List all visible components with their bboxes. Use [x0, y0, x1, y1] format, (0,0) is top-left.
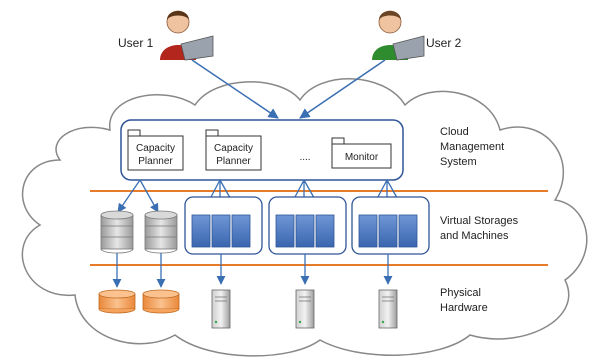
vm-group-2 [268, 196, 347, 255]
physical-server-1 [211, 289, 231, 329]
module-label-line1: Capacity [214, 143, 253, 154]
user-1-arrow [191, 59, 279, 119]
virtual-machine-icon [275, 214, 295, 248]
user-1-label: User 1 [118, 36, 154, 50]
physical-label-line2: Hardware [440, 302, 488, 314]
database-icon [144, 210, 178, 254]
disk-icon [98, 289, 136, 314]
virtual-machine-icon [398, 214, 418, 248]
virtual-machine-icon [211, 214, 231, 248]
vm-group-1 [184, 196, 263, 255]
module-capacity-planner-2: Capacity Planner [205, 129, 262, 171]
server-tower-icon [211, 289, 231, 329]
user-1: User 1 [118, 10, 214, 61]
physical-label-line1: Physical [440, 287, 481, 299]
vm-group-3 [351, 196, 430, 255]
virtual-storage-1 [100, 210, 134, 254]
virtual-machine-icon [378, 214, 398, 248]
server-tower-icon [378, 289, 398, 329]
module-label-line1: Capacity [136, 143, 175, 154]
disk-icon [142, 289, 180, 314]
cms-label-line3: System [440, 156, 477, 168]
modules-ellipsis: .... [299, 152, 310, 163]
user-2-label: User 2 [426, 36, 462, 50]
module-monitor-label: Monitor [345, 152, 379, 163]
module-label-line2: Planner [138, 156, 173, 167]
virtual-machine-icon [231, 214, 251, 248]
user-2-arrow [299, 59, 386, 119]
virtual-machine-icon [191, 214, 211, 248]
module-capacity-planner-1: Capacity Planner [127, 129, 184, 171]
physical-storage-2 [142, 289, 180, 314]
virtual-label-line1: Virtual Storages [440, 215, 519, 227]
database-icon [100, 210, 134, 254]
virtual-machine-icon [295, 214, 315, 248]
physical-server-2 [295, 289, 315, 329]
virtual-machine-icon [315, 214, 335, 248]
physical-storage-1 [98, 289, 136, 314]
user-with-laptop-icon [372, 10, 425, 61]
user-2: User 2 [372, 10, 462, 61]
virtual-storage-2 [144, 210, 178, 254]
virtual-machine-icon [358, 214, 378, 248]
server-tower-icon [295, 289, 315, 329]
virtual-label-line2: and Machines [440, 230, 509, 242]
module-monitor: Monitor [331, 137, 392, 169]
cms-label-line1: Cloud [440, 126, 469, 138]
physical-server-3 [378, 289, 398, 329]
physical-arrows [112, 253, 393, 288]
user-with-laptop-icon [160, 10, 214, 61]
module-label-line2: Planner [216, 156, 251, 167]
cms-label-line2: Management [440, 141, 504, 153]
